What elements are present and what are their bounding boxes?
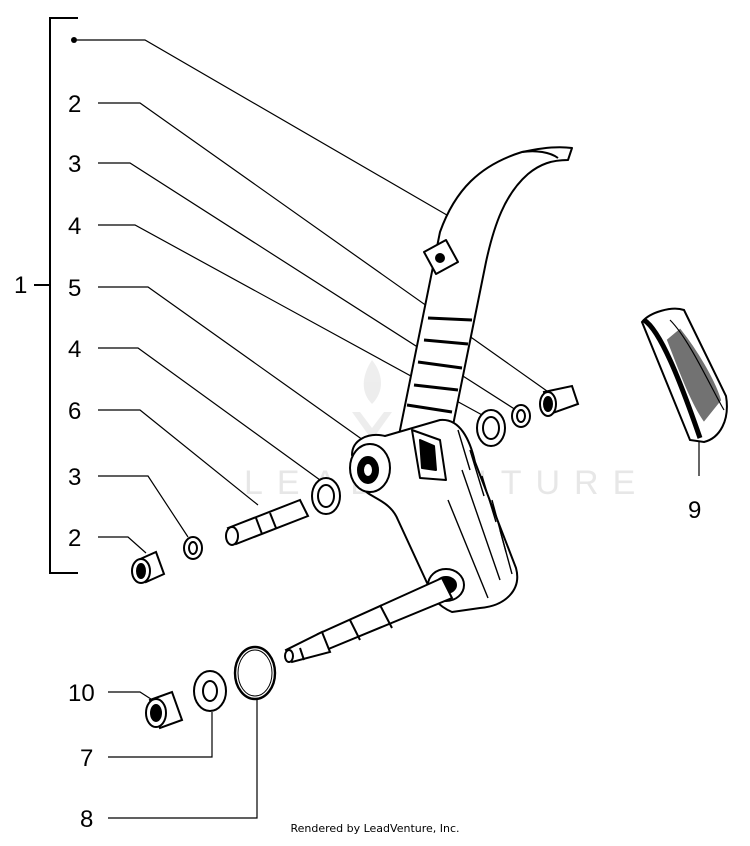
leader-2b bbox=[98, 536, 147, 554]
leader-3a bbox=[98, 162, 517, 411]
callout-4-lower: 4 bbox=[68, 336, 81, 363]
callout-8: 8 bbox=[80, 806, 93, 833]
callout-9: 9 bbox=[688, 497, 701, 524]
leader-1 bbox=[77, 39, 453, 219]
leader-3b bbox=[98, 475, 189, 538]
leader-6 bbox=[98, 409, 259, 506]
leader-dot bbox=[71, 37, 77, 43]
callout-6: 6 bbox=[68, 398, 81, 425]
leader-4a bbox=[98, 224, 485, 417]
callout-2-upper: 2 bbox=[68, 91, 81, 118]
callout-4-upper: 4 bbox=[68, 213, 81, 240]
washer-lower bbox=[311, 477, 341, 515]
bushing-lower bbox=[131, 550, 166, 584]
callout-2-lower: 2 bbox=[68, 525, 81, 552]
leader-lines bbox=[71, 37, 700, 819]
pin bbox=[225, 498, 310, 546]
callout-5: 5 bbox=[68, 275, 81, 302]
washer-upper bbox=[476, 409, 506, 447]
footer-credit: Rendered by LeadVenture, Inc. bbox=[290, 822, 460, 835]
leader-2a bbox=[98, 102, 555, 397]
callout-10: 10 bbox=[68, 680, 95, 707]
leader-10 bbox=[108, 691, 155, 702]
callout-1: 1 bbox=[14, 272, 27, 299]
shaft bbox=[284, 576, 454, 664]
pedal-rubber bbox=[640, 307, 728, 444]
leader-5 bbox=[98, 286, 364, 441]
callout-7: 7 bbox=[80, 745, 93, 772]
o-ring bbox=[233, 645, 277, 701]
bushing-bottom bbox=[145, 690, 184, 730]
washer-bottom bbox=[193, 670, 227, 712]
callout-3-lower: 3 bbox=[68, 464, 81, 491]
leader-8 bbox=[108, 700, 258, 819]
callout-labels: 1 2 3 4 5 4 6 3 2 9 10 7 8 bbox=[14, 91, 701, 833]
ring-upper bbox=[511, 404, 531, 428]
lever-arm bbox=[349, 146, 573, 613]
leader-7 bbox=[108, 712, 213, 758]
leader-4b bbox=[98, 347, 321, 481]
callout-3-upper: 3 bbox=[68, 151, 81, 178]
bushing-upper bbox=[539, 384, 580, 417]
assembly-bracket bbox=[34, 17, 78, 574]
ring-lower bbox=[183, 536, 203, 560]
